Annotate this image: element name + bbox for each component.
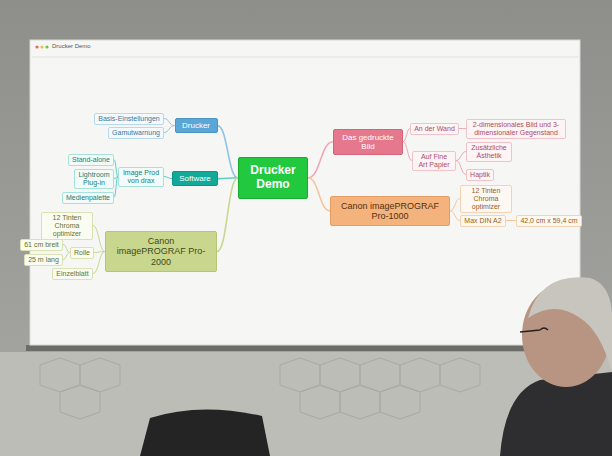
topic-text: 25 m lang — [28, 256, 59, 264]
branch-topic: Canon imagePROGRAF Pro-2000 — [105, 231, 217, 272]
topic-text: Image Prod von drax — [122, 169, 160, 185]
branch-line — [164, 126, 175, 133]
branch-line — [93, 252, 105, 274]
sub-topic: Rolle — [70, 247, 94, 259]
topic-text: Drucker — [182, 121, 211, 130]
topic-text: Zusätzliche Ästhetik — [470, 144, 508, 160]
topic-text: 12 Tinten Chroma optimizer — [464, 187, 508, 211]
sub-topic: Auf Fine Art Papier — [412, 151, 456, 171]
window-title: Drucker Demo — [52, 43, 91, 49]
sub-topic: 25 m lang — [24, 254, 63, 266]
toolbar-line — [32, 57, 578, 58]
window-button — [45, 45, 48, 48]
sub-topic: Zusätzliche Ästhetik — [466, 142, 512, 162]
branch-line — [164, 119, 175, 126]
topic-text: Medienpalette — [66, 194, 110, 202]
branch-line — [63, 245, 70, 253]
central-topic: Drucker Demo — [238, 157, 308, 199]
topic-text: 61 cm breit — [24, 241, 59, 249]
topic-text: 12 Tinten Chroma optimizer — [45, 214, 89, 238]
sub-topic: 12 Tinten Chroma optimizer — [460, 185, 512, 213]
sub-topic: 2-dimensionales Bild und 3-dimensionaler… — [466, 119, 566, 139]
branch-topic: Canon imagePROGRAF Pro-1000 — [330, 196, 450, 227]
glasses — [520, 328, 548, 332]
branch-line — [308, 178, 330, 211]
projection-screen — [30, 40, 580, 345]
sub-topic: Medienpalette — [62, 192, 114, 204]
branch-line — [450, 199, 460, 211]
topic-text: Gamutwarnung — [112, 129, 160, 137]
branch-line — [403, 142, 412, 161]
branch-line — [217, 178, 238, 252]
branch-topic: Software — [172, 171, 218, 186]
hexagon-panels — [40, 358, 480, 419]
branch-line — [450, 211, 460, 221]
sub-topic: Einzelblatt — [52, 268, 93, 280]
topic-text: Stand-alone — [72, 156, 110, 164]
sub-topic: Basis-Einstellungen — [94, 113, 164, 125]
sub-topic: Stand-alone — [68, 154, 114, 166]
branch-line — [403, 129, 410, 142]
branch-line — [164, 177, 172, 179]
topic-text: Canon imagePROGRAF Pro-2000 — [113, 236, 209, 267]
branch-line — [459, 128, 466, 129]
topic-text: Auf Fine Art Papier — [416, 153, 452, 169]
branch-line — [218, 126, 239, 178]
lower-wall — [0, 352, 612, 456]
chair — [140, 409, 270, 456]
sub-topic: An der Wand — [410, 123, 459, 135]
window-button — [40, 45, 43, 48]
branch-topic: Drucker — [175, 118, 218, 133]
screen-bar — [26, 345, 586, 351]
topic-text: Software — [179, 174, 211, 183]
topic-text: Das gedruckte Bild — [340, 133, 396, 151]
branch-topic: Das gedruckte Bild — [333, 129, 403, 155]
sub-topic: Haptik — [466, 169, 494, 181]
topic-text: 42,0 cm x 59,4 cm — [520, 217, 578, 225]
sub-topic: Lightroom Plug-in — [74, 169, 114, 189]
topic-text: 2-dimensionales Bild und 3-dimensionaler… — [470, 121, 562, 137]
person-hair — [528, 277, 612, 372]
branch-line — [506, 220, 516, 221]
topic-text: Drucker Demo — [247, 164, 299, 192]
branch-line — [456, 152, 466, 161]
sub-topic: Image Prod von drax — [118, 167, 164, 187]
window-button — [35, 45, 38, 48]
topic-text: Haptik — [470, 171, 490, 179]
topic-text: Canon imagePROGRAF Pro-1000 — [338, 201, 442, 222]
sub-topic: Gamutwarnung — [108, 127, 164, 139]
topic-text: Rolle — [74, 249, 90, 257]
sub-topic: Max DIN A2 — [460, 215, 506, 227]
topic-text: Einzelblatt — [56, 270, 89, 278]
branch-line — [93, 226, 105, 252]
topic-text: Max DIN A2 — [464, 217, 502, 225]
sub-topic: 61 cm breit — [20, 239, 63, 251]
branch-line — [456, 161, 466, 175]
branch-line — [63, 253, 70, 260]
sub-topic: 12 Tinten Chroma optimizer — [41, 212, 93, 240]
topic-text: An der Wand — [414, 125, 455, 133]
topic-text: Basis-Einstellungen — [98, 115, 160, 123]
topic-text: Lightroom Plug-in — [78, 171, 110, 187]
sub-topic: 42,0 cm x 59,4 cm — [516, 215, 582, 227]
branch-line — [308, 142, 333, 178]
